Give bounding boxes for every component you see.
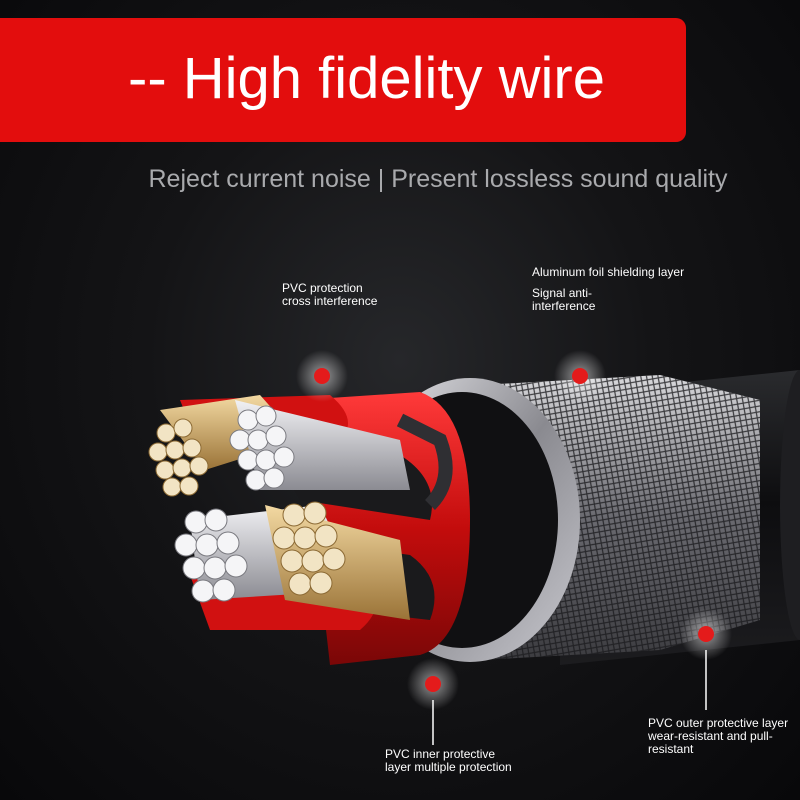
callout-signal-anti-interference: Signal anti-interference (532, 286, 596, 313)
callout-marker-pvc-outer (680, 608, 732, 660)
callout-marker-pvc-inner (407, 658, 459, 710)
callout-pvc-outer: PVC outer protective layer wear-resistan… (648, 716, 789, 756)
callout-pvc-protection: PVC protection cross interference (282, 281, 378, 308)
subtitle: Reject current noise | Present lossless … (148, 165, 728, 193)
title-banner: -- High fidelity wire (0, 18, 686, 142)
banner-title: -- High fidelity wire (128, 46, 605, 111)
conductor-ends (148, 418, 209, 497)
callout-foil-shielding: Aluminum foil shielding layer (532, 265, 685, 279)
callout-pvc-inner: PVC inner protective layer multiple prot… (385, 747, 512, 774)
callout-marker-pvc-protection (296, 350, 348, 402)
callout-marker-foil (554, 350, 606, 402)
